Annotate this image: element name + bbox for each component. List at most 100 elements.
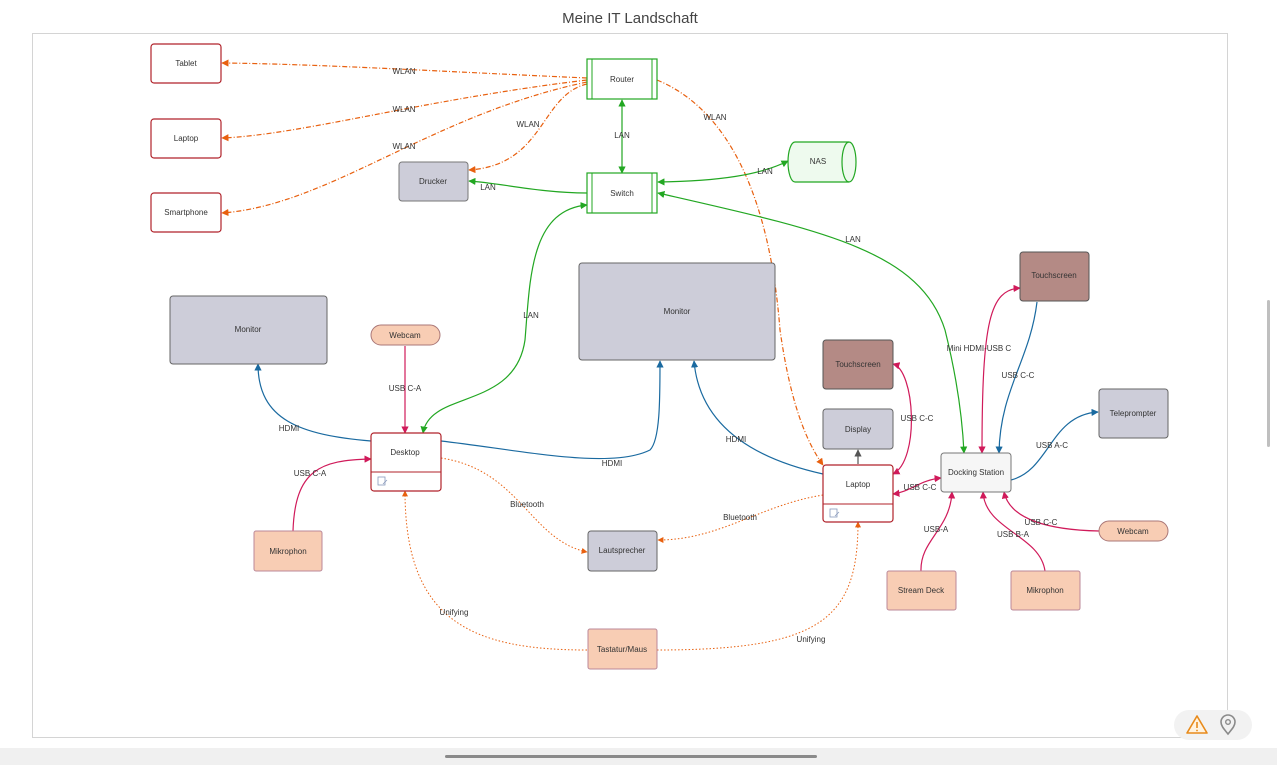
label-usb-dock: USB C-C <box>904 483 937 492</box>
label-usb-streamdeck: USB-A <box>924 525 949 534</box>
node-lautsprecher-label: Lautsprecher <box>599 546 646 555</box>
edge-wlan-laptop[interactable] <box>221 79 588 142</box>
label-wlan-laptop2: WLAN <box>703 113 726 122</box>
node-nas-label: NAS <box>810 157 826 166</box>
label-lan-switch-drucker: LAN <box>480 183 496 192</box>
label-wlan-drucker: WLAN <box>516 120 539 129</box>
label-lan-switch-desktop: LAN <box>523 311 539 320</box>
edge-lan-switch-docking[interactable] <box>657 190 968 454</box>
node-teleprompter[interactable]: Teleprompter <box>1098 388 1169 439</box>
node-display-label: Display <box>845 425 871 434</box>
edge-dock-tele[interactable] <box>1010 408 1099 481</box>
label-lan-switch-nas: LAN <box>757 167 773 176</box>
edge-hdmi-desktop-monitor[interactable] <box>254 363 372 442</box>
edge-minihdmi[interactable] <box>978 284 1021 454</box>
edge-hdmi-laptop-monitor2[interactable] <box>690 360 824 475</box>
horizontal-scrollbar[interactable] <box>445 755 817 758</box>
node-laptop[interactable]: Laptop <box>822 464 894 523</box>
label-hdmi-monitor2: HDMI <box>602 459 622 468</box>
node-monitor-center[interactable]: Monitor <box>578 262 776 361</box>
label-unifying-laptop: Unifying <box>797 635 826 644</box>
node-webcam-left-label: Webcam <box>389 331 421 340</box>
label-usb-webcam: USB C-A <box>389 384 422 393</box>
node-mikrophon-right-label: Mikrophon <box>1026 586 1063 595</box>
node-tastatur[interactable]: Tastatur/Maus <box>587 628 658 670</box>
node-touchscreen-mid-label: Touchscreen <box>835 360 880 369</box>
node-mikrophon-left[interactable]: Mikrophon <box>253 530 323 572</box>
node-docking-station[interactable]: Docking Station <box>940 452 1012 493</box>
label-wlan-laptop: WLAN <box>392 105 415 114</box>
node-desktop-label: Desktop <box>390 448 420 457</box>
edge-unifying-desktop[interactable] <box>402 490 588 651</box>
label-usb-touch-dock: USB C-C <box>1002 371 1035 380</box>
note-icon[interactable] <box>377 476 388 486</box>
node-switch[interactable]: Switch <box>586 172 658 214</box>
node-mikrophon-left-label: Mikrophon <box>269 547 306 556</box>
node-display[interactable]: Display <box>822 408 894 450</box>
warning-icon[interactable] <box>1186 715 1208 734</box>
label-lan-router-switch: LAN <box>614 131 630 140</box>
edge-usb-streamdeck[interactable] <box>920 491 956 572</box>
node-drucker[interactable]: Drucker <box>398 161 469 202</box>
note-icon[interactable] <box>829 508 840 518</box>
label-bt-desktop: Bluetooth <box>510 500 544 509</box>
node-stream-deck-label: Stream Deck <box>898 586 945 595</box>
edge-lan-switch-drucker[interactable] <box>468 177 588 194</box>
edge-unifying-laptop[interactable] <box>656 521 861 651</box>
edge-bt-laptop[interactable] <box>657 494 824 543</box>
location-pin-icon[interactable] <box>1220 714 1236 736</box>
node-router-label: Router <box>610 75 634 84</box>
edge-hdmi-desktop-monitor2[interactable] <box>440 360 664 460</box>
node-webcam-right[interactable]: Webcam <box>1098 520 1169 542</box>
node-laptop-wlan-label: Laptop <box>174 134 199 143</box>
edge-wlan-tablet[interactable] <box>221 59 588 79</box>
edge-usb-mik-dock[interactable] <box>979 491 1046 572</box>
edge-usb-mik-desktop[interactable] <box>292 455 372 532</box>
edge-lan-switch-desktop[interactable] <box>420 201 588 434</box>
node-touchscreen-right-label: Touchscreen <box>1031 271 1076 280</box>
node-nas[interactable]: NAS <box>787 141 857 183</box>
edge-usb-webcam-dock[interactable] <box>1001 491 1100 532</box>
diagram-title: Meine IT Landschaft <box>562 10 698 27</box>
node-tablet[interactable]: Tablet <box>150 43 222 84</box>
node-monitor-left-label: Monitor <box>235 325 262 334</box>
label-bt-laptop: Bluetooth <box>723 513 757 522</box>
node-router[interactable]: Router <box>586 58 658 100</box>
node-smartphone[interactable]: Smartphone <box>150 192 222 233</box>
label-usb-tele: USB A-C <box>1036 441 1068 450</box>
edge-wlan-smartphone[interactable] <box>221 81 588 217</box>
node-teleprompter-label: Teleprompter <box>1110 409 1157 418</box>
diagram-canvas <box>32 33 1228 738</box>
node-tastatur-label: Tastatur/Maus <box>597 645 647 654</box>
node-monitor-left[interactable]: Monitor <box>169 295 328 365</box>
label-minihdmi: Mini HDMI-USB C <box>947 344 1012 353</box>
label-usb-touch: USB C-C <box>901 414 934 423</box>
vertical-scrollbar[interactable] <box>1267 300 1270 447</box>
node-smartphone-label: Smartphone <box>164 208 208 217</box>
node-laptop-wlan[interactable]: Laptop <box>150 118 222 159</box>
node-desktop[interactable]: Desktop <box>370 432 442 492</box>
node-mikrophon-right[interactable]: Mikrophon <box>1010 570 1081 611</box>
label-lan-switch-docking: LAN <box>845 235 861 244</box>
edge-wlan-drucker[interactable] <box>468 83 588 174</box>
label-hdmi-laptop: HDMI <box>726 435 746 444</box>
node-docking-label: Docking Station <box>948 468 1004 477</box>
label-wlan-smartphone: WLAN <box>392 142 415 151</box>
node-touchscreen-mid[interactable]: Touchscreen <box>822 339 894 390</box>
label-usb-webcam-dock: USB C-C <box>1025 518 1058 527</box>
node-switch-label: Switch <box>610 189 634 198</box>
node-lautsprecher[interactable]: Lautsprecher <box>587 530 658 572</box>
node-drucker-label: Drucker <box>419 177 447 186</box>
node-webcam-left[interactable]: Webcam <box>370 324 441 346</box>
edge-bt-desktop[interactable] <box>440 457 588 554</box>
node-touchscreen-right[interactable]: Touchscreen <box>1019 251 1090 302</box>
edge-lan-switch-nas[interactable] <box>657 160 789 186</box>
label-hdmi-monitor: HDMI <box>279 424 299 433</box>
node-stream-deck[interactable]: Stream Deck <box>886 570 957 611</box>
edge-usb-laptop-touch[interactable] <box>892 362 912 475</box>
node-webcam-right-label: Webcam <box>1117 527 1149 536</box>
edge-usb-laptop-dock[interactable] <box>892 475 942 497</box>
label-usb-mik-dock: USB B-A <box>997 530 1030 539</box>
node-monitor-center-label: Monitor <box>664 307 691 316</box>
